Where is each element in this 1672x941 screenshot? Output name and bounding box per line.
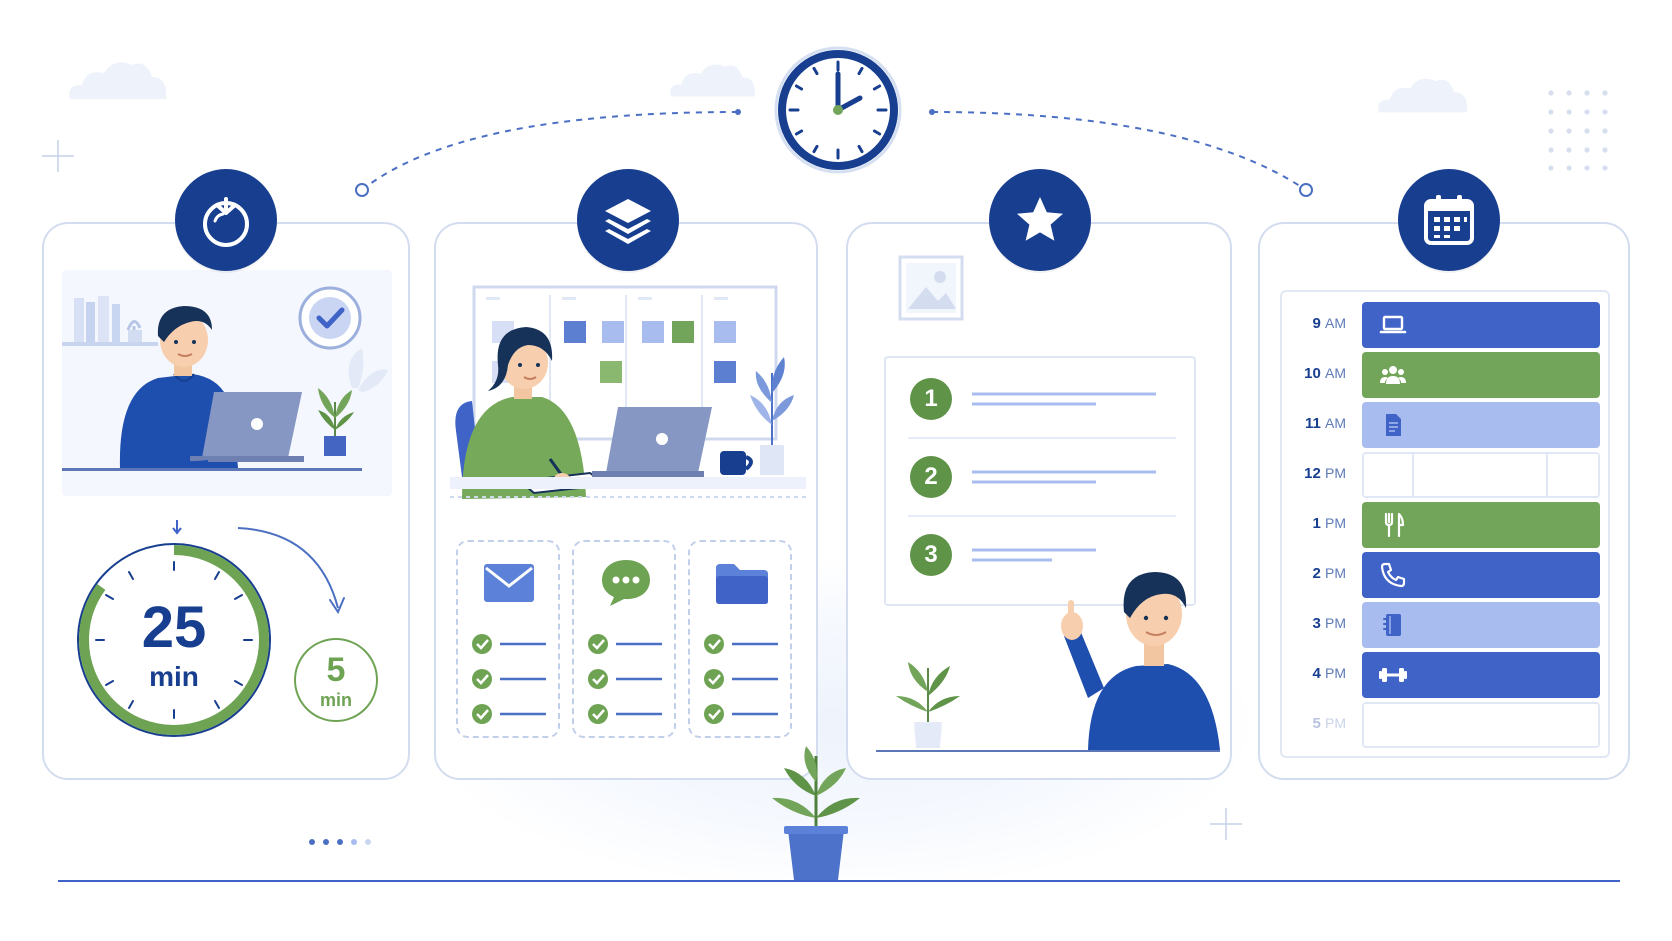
chat-icon: [602, 560, 650, 606]
schedule-time-block: [1362, 502, 1600, 548]
clock-icon: [774, 46, 902, 174]
break-minutes: 5: [326, 651, 346, 689]
priority-number: 3: [924, 541, 938, 568]
time-slot-label: 12 PM: [1282, 465, 1346, 482]
folder-icon: [716, 564, 768, 604]
pomodoro-timer-dial: [77, 543, 271, 737]
image-placeholder-icon: [898, 255, 964, 321]
sparkle-decoration: [1210, 808, 1242, 840]
laptop-icon: [1378, 310, 1408, 340]
time-slot-hour: 10: [1304, 365, 1321, 382]
time-slot-label: 9 AM: [1282, 315, 1346, 332]
time-slot-label: 2 PM: [1282, 565, 1346, 582]
phone-icon: [1378, 560, 1408, 590]
person-with-laptop-illustration: [62, 286, 388, 471]
schedule-time-block: [1362, 702, 1600, 748]
carousel-dots: [309, 839, 371, 845]
time-slot-hour: 3: [1312, 615, 1321, 632]
time-slot-period: PM: [1325, 615, 1346, 631]
time-slot-label: 3 PM: [1282, 615, 1346, 632]
floor-line: [58, 880, 1620, 882]
arrow-icon: [237, 527, 345, 615]
document-icon: [1378, 410, 1408, 440]
schedule-time-block: [1362, 352, 1600, 398]
chat-batch-column: [572, 540, 676, 738]
email-batch-column: [456, 540, 560, 738]
time-slot-period: AM: [1325, 415, 1346, 431]
time-blocking-badge: [1398, 169, 1500, 271]
time-slot-period: PM: [1325, 465, 1346, 481]
priority-number: 2: [924, 463, 938, 490]
time-slot-hour: 5: [1312, 715, 1321, 732]
plant-icon: [896, 662, 960, 748]
utensils-icon: [1378, 510, 1408, 540]
time-slot-label: 11 AM: [1282, 415, 1346, 432]
timer-progress-ring: [79, 545, 269, 735]
tomato-icon: [203, 197, 249, 247]
dumbbell-icon: [1378, 660, 1408, 690]
schedule-time-block: [1362, 552, 1600, 598]
priority-item-decor: [908, 392, 1176, 562]
checklist-rows: [472, 634, 778, 724]
cloud-decoration-center: [670, 64, 755, 97]
dot-grid-decoration: [1548, 90, 1608, 171]
star-icon: [1017, 197, 1063, 241]
plant-icon: [772, 746, 860, 880]
person-presenting-illustration: [1061, 572, 1220, 750]
time-slot-period: PM: [1325, 565, 1346, 581]
pomodoro-badge: [175, 169, 277, 271]
schedule-time-block: [1362, 602, 1600, 648]
time-slot-hour: 2: [1312, 565, 1321, 582]
envelope-icon: [484, 564, 534, 602]
desk-line: [876, 750, 1220, 752]
person-at-kanban-illustration: [450, 285, 806, 499]
pomodoro-work-unit: min: [149, 661, 199, 692]
time-slot-hour: 9: [1312, 315, 1321, 332]
time-slot-period: AM: [1325, 365, 1346, 381]
notebook-icon: [1378, 610, 1408, 640]
schedule-time-block: [1362, 652, 1600, 698]
block-divider: [1412, 454, 1548, 496]
schedule-time-block: [1362, 452, 1600, 498]
schedule-time-block: [1362, 302, 1600, 348]
time-slot-label: 5 PM: [1282, 715, 1346, 732]
cloud-decoration-left: [69, 62, 167, 99]
pomodoro-work-minutes: 25: [141, 595, 207, 660]
time-slot-label: 4 PM: [1282, 665, 1346, 682]
priority-number: 1: [924, 385, 938, 412]
time-slot-hour: 1: [1312, 515, 1321, 532]
team-icon: [1378, 360, 1408, 390]
timer-marker: [172, 520, 182, 535]
time-slot-period: PM: [1325, 515, 1346, 531]
folder-batch-column: [688, 540, 792, 738]
prioritization-badge: [989, 169, 1091, 271]
priority-number-badge: 2: [910, 456, 952, 498]
time-slot-hour: 11: [1304, 415, 1321, 432]
time-slot-label: 10 AM: [1282, 365, 1346, 382]
cloud-decoration-right: [1378, 78, 1468, 113]
time-slot-period: AM: [1325, 315, 1346, 331]
task-batching-badge: [577, 169, 679, 271]
time-slot-hour: 4: [1312, 665, 1321, 682]
layers-icon: [605, 199, 651, 244]
sparkle-decoration: [42, 140, 74, 172]
priority-number-badge: 1: [910, 378, 952, 420]
priority-number-badge: 3: [910, 534, 952, 576]
time-slot-period: PM: [1325, 715, 1346, 731]
calendar-icon: [1424, 195, 1474, 245]
time-slot-period: PM: [1325, 665, 1346, 681]
schedule-panel: [1280, 290, 1610, 758]
break-timer-badge: [294, 638, 378, 722]
break-unit: min: [319, 690, 352, 710]
schedule-time-block: [1362, 402, 1600, 448]
time-slot-hour: 12: [1304, 465, 1321, 482]
time-slot-label: 1 PM: [1282, 515, 1346, 532]
